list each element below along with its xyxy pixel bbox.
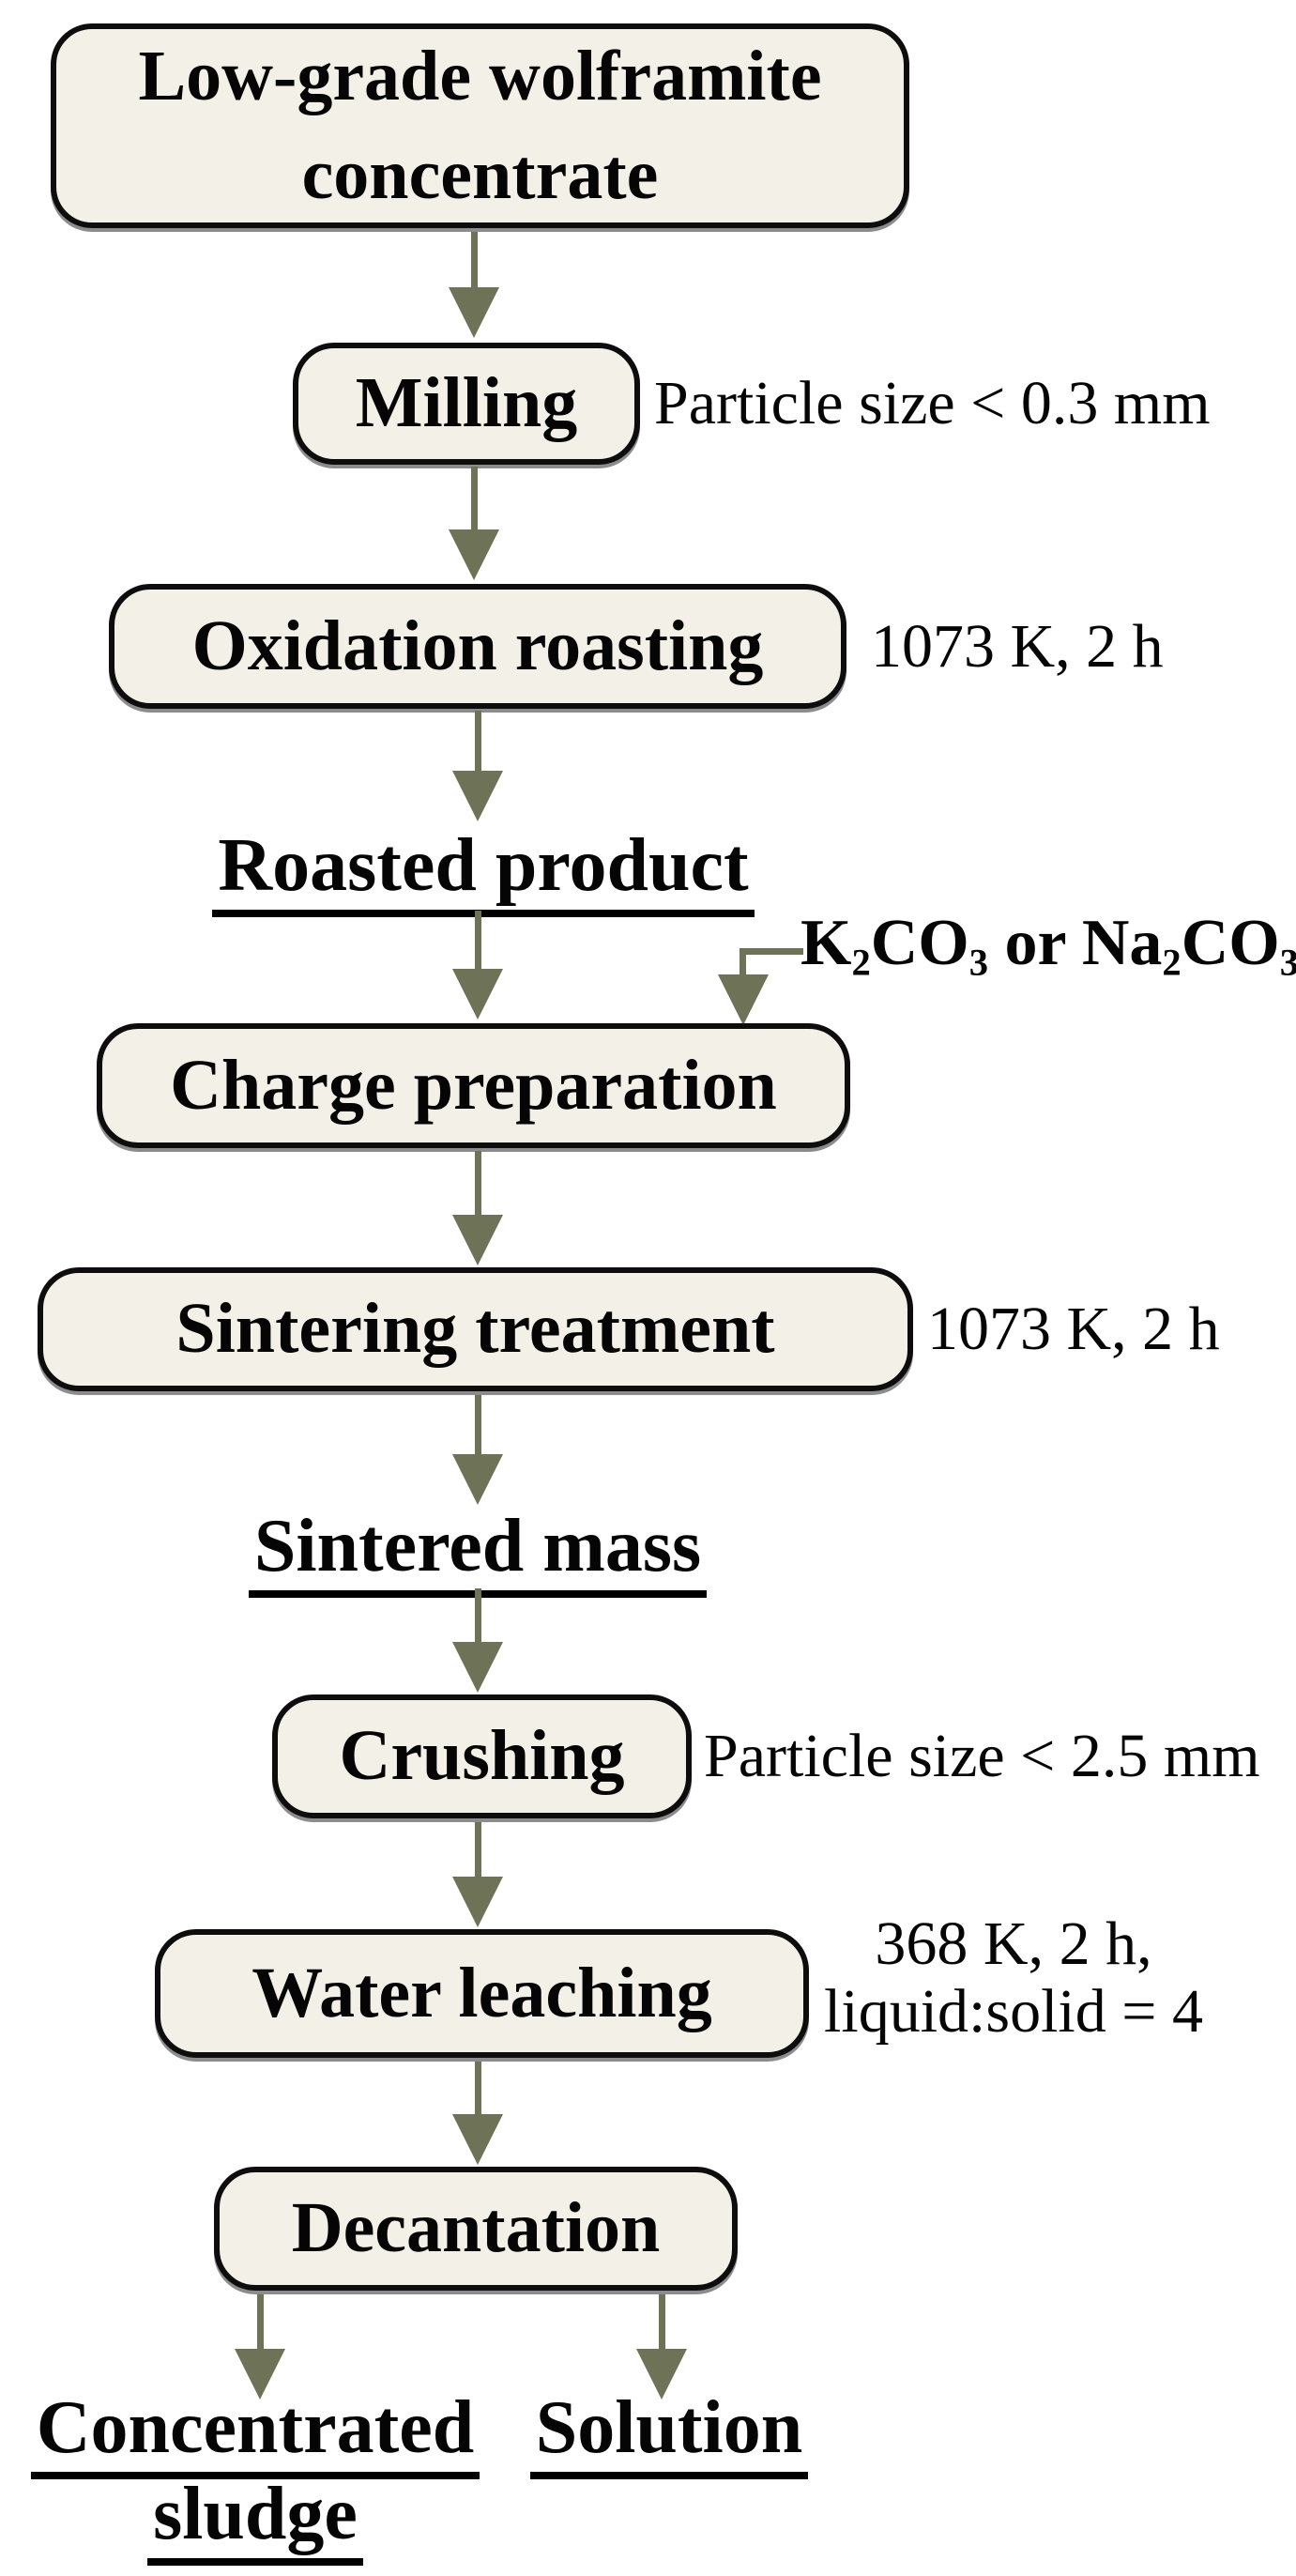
label-text: Solution	[529, 2386, 809, 2479]
annotation-line1: 368 K, 2 h,	[875, 1909, 1152, 1978]
arrow-charge-to-sintering	[452, 1151, 503, 1265]
arrow-head-icon	[452, 1642, 503, 1693]
label-reagent-formula: K2CO3 or Na2CO3	[800, 907, 1296, 984]
arrow-sintering-to-sintered-mass	[452, 1395, 503, 1505]
arrow-head-icon	[449, 287, 499, 338]
arrow-head-icon	[452, 1454, 503, 1505]
arrow-shaft	[470, 232, 478, 287]
arrow-shaft	[658, 2294, 665, 2349]
arrow-shaft	[474, 1822, 481, 1877]
node-label: Crushing	[339, 1716, 625, 1796]
label-text-line2: sludge	[147, 2473, 363, 2566]
node-label: Decantation	[291, 2188, 661, 2268]
reagent-elbow-vertical	[739, 948, 746, 978]
node-label-line1: Low-grade wolframite	[138, 37, 822, 115]
node-label: Oxidation roasting	[191, 606, 764, 685]
arrow-shaft	[256, 2294, 264, 2349]
arrow-concentrate-to-milling	[449, 232, 499, 338]
label-text: Sintered mass	[248, 1505, 708, 1598]
arrow-sintered-mass-to-crushing	[452, 1588, 503, 1693]
node-label: Water leaching	[252, 1953, 712, 2032]
label-text: Roasted product	[212, 824, 755, 917]
arrow-head-icon	[452, 771, 503, 821]
arrow-reagent-to-charge	[718, 974, 769, 1025]
node-crushing: Crushing	[272, 1694, 692, 1818]
label-concentrated-sludge: Concentrated sludge	[11, 2384, 499, 2566]
node-label: Low-grade wolframite concentrate	[138, 27, 821, 224]
arrow-shaft	[474, 1588, 481, 1642]
node-label: Charge preparation	[170, 1045, 777, 1125]
arrow-decantation-to-solution	[636, 2294, 687, 2400]
node-label: Sintering treatment	[175, 1289, 775, 1369]
arrow-head-icon	[452, 969, 503, 1020]
node-label-line2: concentrate	[301, 135, 659, 214]
label-sintered-mass: Sintered mass	[229, 1503, 726, 1598]
arrow-milling-to-oxidation	[449, 467, 499, 580]
node-milling: Milling	[293, 343, 640, 465]
arrow-head-icon	[718, 974, 769, 1025]
arrow-head-icon	[452, 1877, 503, 1927]
node-label: Milling	[355, 363, 578, 443]
arrow-shaft	[474, 1151, 481, 1215]
arrow-shaft	[474, 911, 481, 969]
reagent-elbow-horizontal	[739, 948, 803, 955]
annotation-oxidation-conditions: 1073 K, 2 h	[871, 611, 1164, 681]
node-decantation: Decantation	[214, 2167, 738, 2291]
node-low-grade-wolframite-concentrate: Low-grade wolframite concentrate	[51, 23, 909, 228]
annotation-crushing-particle-size: Particle size < 2.5 mm	[704, 1722, 1260, 1790]
arrow-crushing-to-water-leaching	[452, 1822, 503, 1927]
arrow-oxidation-to-roasted-product	[452, 711, 503, 821]
label-solution: Solution	[519, 2384, 819, 2479]
arrow-shaft	[474, 2062, 481, 2114]
annotation-sintering-conditions: 1073 K, 2 h	[927, 1295, 1220, 1363]
annotation-line2: liquid:solid = 4	[824, 1977, 1203, 2046]
arrow-head-icon	[235, 2349, 285, 2400]
annotation-water-leaching-conditions: 368 K, 2 h, liquid:solid = 4	[816, 1910, 1211, 2046]
arrow-shaft	[474, 1395, 481, 1454]
node-oxidation-roasting: Oxidation roasting	[109, 584, 846, 709]
arrow-shaft	[470, 467, 478, 529]
arrow-decantation-to-sludge	[235, 2294, 285, 2400]
node-sintering-treatment: Sintering treatment	[38, 1267, 913, 1391]
arrow-roasted-product-to-charge	[452, 911, 503, 1020]
label-text-line1: Concentrated	[30, 2386, 480, 2479]
node-water-leaching: Water leaching	[155, 1929, 809, 2058]
label-roasted-product: Roasted product	[188, 822, 779, 917]
annotation-milling-particle-size: Particle size < 0.3 mm	[654, 369, 1211, 437]
node-charge-preparation: Charge preparation	[97, 1023, 850, 1148]
arrow-water-leaching-to-decantation	[452, 2062, 503, 2165]
arrow-head-icon	[452, 1215, 503, 1265]
arrow-head-icon	[452, 2114, 503, 2165]
arrow-shaft	[474, 711, 481, 771]
arrow-head-icon	[636, 2349, 687, 2400]
arrow-head-icon	[449, 529, 499, 580]
